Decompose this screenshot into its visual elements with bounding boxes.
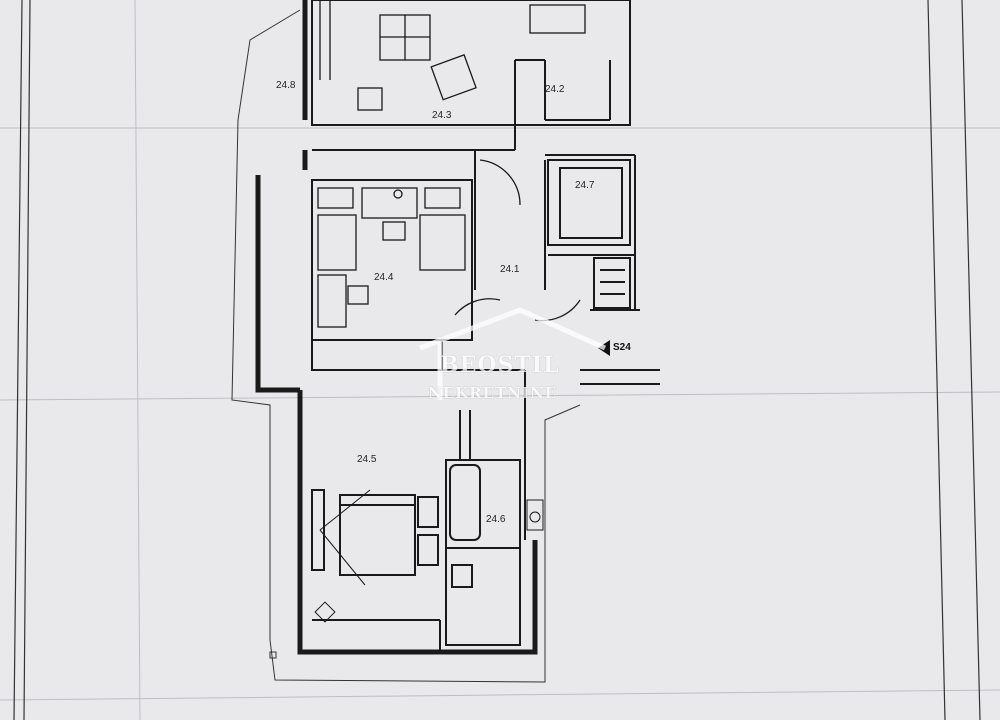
room-label-24-8: 24.8 [276,80,296,91]
room-label-24-5: 24.5 [357,454,377,465]
room-label-24-1: 24.1 [500,264,520,275]
room-label-24-4: 24.4 [374,272,394,283]
exterior-walls [255,0,538,655]
living-room-furniture [319,0,586,111]
room-label-24-2: 24.2 [545,84,565,95]
corner-marker [269,651,277,659]
sheet-border [13,0,981,720]
room-244-furniture [317,159,581,328]
section-marker-label: S24 [613,342,631,353]
terrace-outline [231,9,581,683]
watermark-logo-icon [419,307,607,400]
bed-lines [314,489,544,623]
watermark-line1: BEOSTIL [440,352,560,378]
room-label-24-7: 24.7 [575,180,595,191]
room-label-24-6: 24.6 [486,514,506,525]
watermark-line2: NEKRETNINE [428,384,558,402]
room-label-24-3: 24.3 [432,110,452,121]
